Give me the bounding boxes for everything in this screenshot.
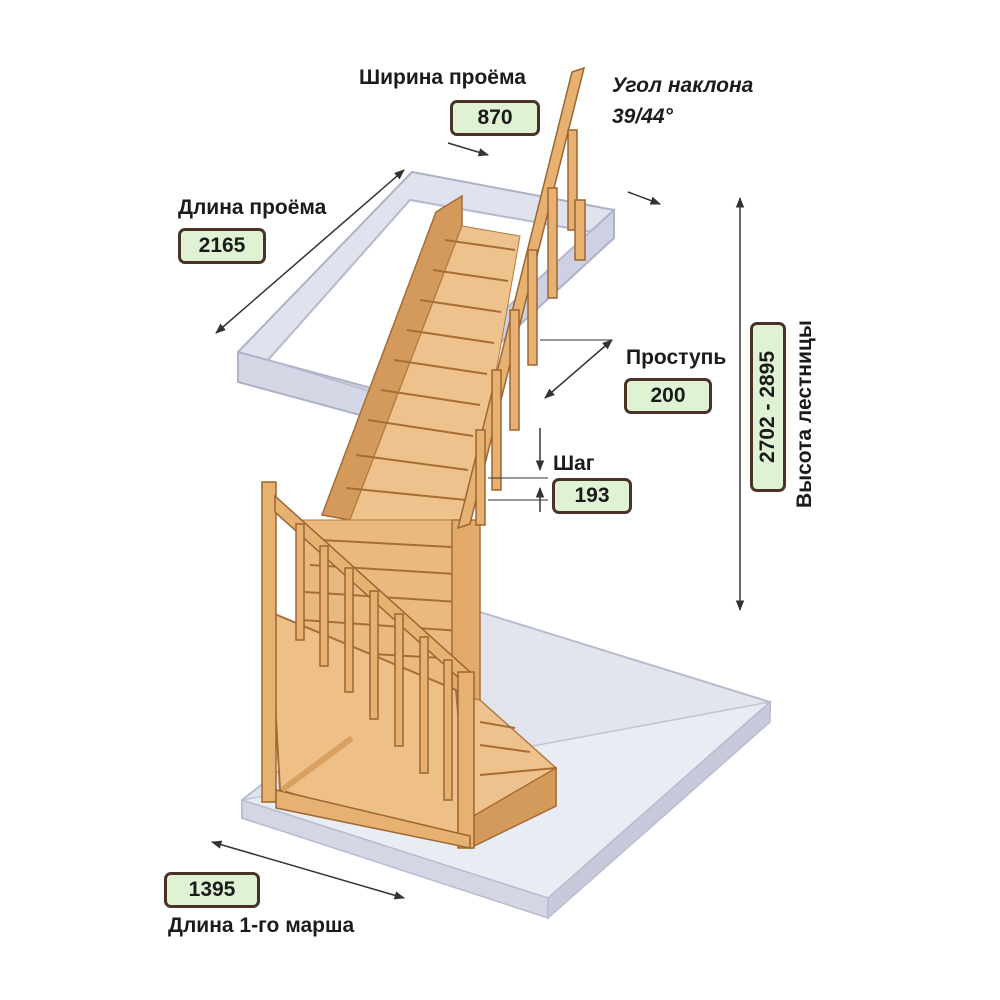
- tread-label: Проступь: [626, 346, 727, 369]
- opening-length-label: Длина проёма: [178, 196, 327, 219]
- slope-angle-label: Угол наклона: [612, 74, 754, 97]
- stair-height-value-text: 2702 - 2895: [756, 350, 780, 464]
- opening-width-value: 870: [450, 100, 540, 136]
- opening-length-value: 2165: [178, 228, 266, 264]
- step-label: Шаг: [553, 452, 595, 475]
- opening-width-label: Ширина проёма: [359, 66, 526, 89]
- first-flight-length-label: Длина 1-го марша: [168, 914, 355, 937]
- lower-balustrade: [261, 481, 475, 849]
- slope-angle-value: 39/44°: [612, 105, 673, 128]
- upper-balustrade: [456, 66, 586, 530]
- stair-height-label: Высота лестницы: [793, 320, 816, 508]
- stair-height-value: 2702 - 2895: [750, 322, 786, 492]
- step-value: 193: [552, 478, 632, 514]
- first-flight-length-value: 1395: [164, 872, 260, 908]
- tread-value: 200: [624, 378, 712, 414]
- dimension-lines: [210, 142, 745, 900]
- lower-flight: [268, 610, 557, 850]
